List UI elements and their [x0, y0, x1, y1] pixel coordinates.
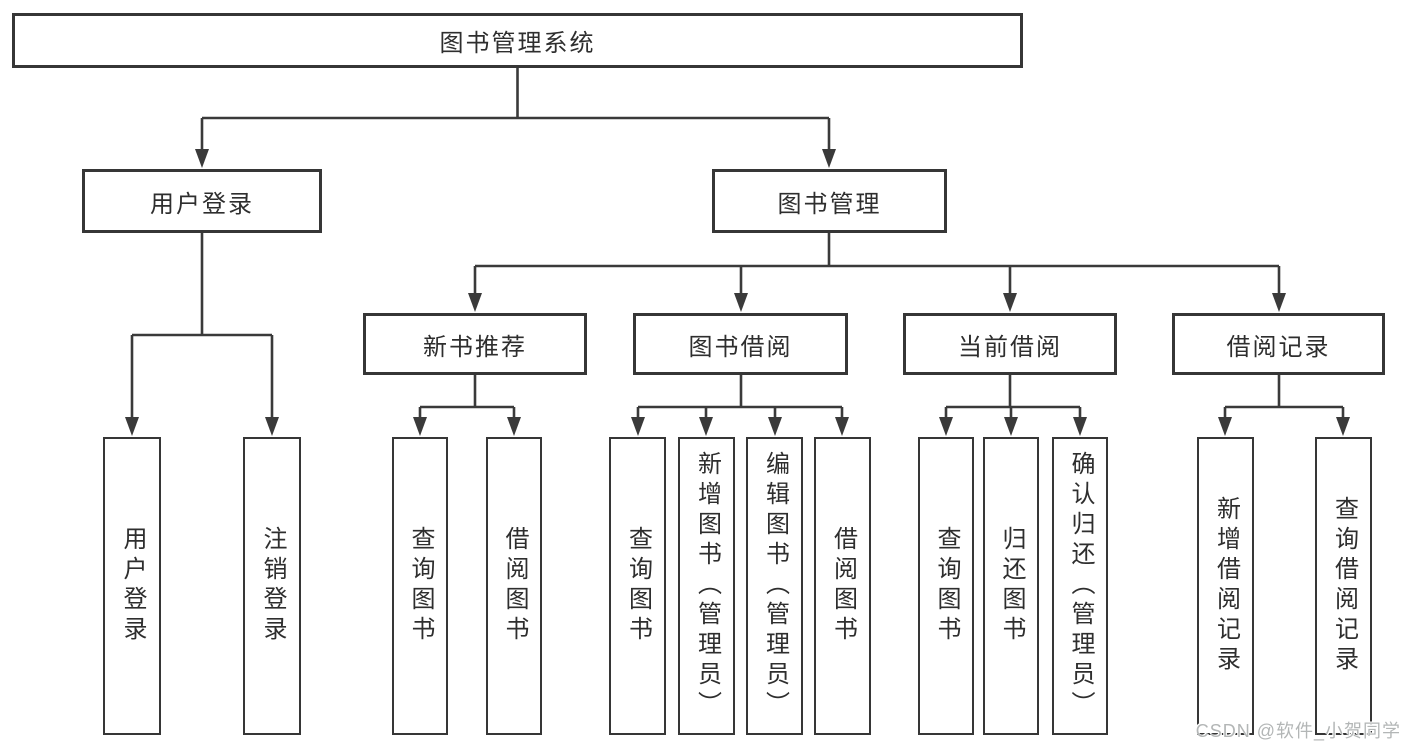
node-current-borrow-label: 当前借阅 — [958, 333, 1062, 361]
node-book-management: 图书管理 — [712, 169, 947, 233]
arrowhead-icon — [835, 417, 849, 436]
connector-new-books-branch — [418, 375, 516, 419]
arrowhead-icon — [125, 417, 139, 436]
leaf-current-query-books: 查询图书 — [918, 437, 974, 735]
arrowhead-icon — [1003, 293, 1017, 312]
arrowhead-icon — [468, 293, 482, 312]
node-library-system: 图书管理系统 — [12, 13, 1023, 68]
leaf-current-query-books-label: 查询图书 — [933, 526, 960, 646]
leaf-records-add-record: 新增借阅记录 — [1197, 437, 1254, 735]
arrowhead-icon — [631, 417, 645, 436]
connector-borrow-records-branch — [1223, 375, 1345, 419]
leaf-newbook-borrow-books-label: 借阅图书 — [501, 526, 528, 646]
leaf-borrow-add-books-admin: 新增图书（管理员） — [678, 437, 735, 735]
connector-book-mgmt-branch — [473, 233, 1281, 295]
leaf-borrow-borrow-books-label: 借阅图书 — [829, 526, 857, 646]
arrowhead-icon — [1336, 417, 1350, 436]
csdn-watermark: CSDN @软件_小贺同学 — [1195, 721, 1401, 741]
leaf-user-login: 用户登录 — [103, 437, 161, 735]
arrowhead-icon — [1272, 293, 1286, 312]
arrowhead-icon — [768, 417, 782, 436]
arrowhead-icon — [822, 149, 836, 168]
connector-current-borrow-branch — [944, 375, 1082, 419]
leaf-current-return-books-label: 归还图书 — [998, 526, 1025, 646]
leaf-newbook-query-books-label: 查询图书 — [407, 526, 434, 646]
arrowhead-icon — [413, 417, 427, 436]
arrowhead-icon — [265, 417, 279, 436]
leaf-borrow-edit-books-admin-label: 编辑图书（管理员） — [761, 451, 789, 721]
leaf-logout-label: 注销登录 — [259, 526, 286, 646]
node-current-borrow: 当前借阅 — [903, 313, 1117, 375]
arrowhead-icon — [1073, 417, 1087, 436]
node-borrow-records: 借阅记录 — [1172, 313, 1385, 375]
arrowhead-icon — [507, 417, 521, 436]
connector-root-to-level2 — [200, 68, 831, 151]
node-book-management-label: 图书管理 — [777, 190, 882, 218]
leaf-current-confirm-return-admin: 确认归还（管理员） — [1052, 437, 1108, 735]
leaf-borrow-borrow-books: 借阅图书 — [814, 437, 871, 735]
arrowhead-icon — [699, 417, 713, 436]
leaf-records-query-record: 查询借阅记录 — [1315, 437, 1372, 735]
leaf-borrow-query-books: 查询图书 — [609, 437, 666, 735]
leaf-logout: 注销登录 — [243, 437, 301, 735]
leaf-records-add-record-label: 新增借阅记录 — [1212, 496, 1240, 676]
leaf-borrow-edit-books-admin: 编辑图书（管理员） — [746, 437, 803, 735]
arrowhead-icon — [734, 293, 748, 312]
node-new-book-recommend: 新书推荐 — [363, 313, 587, 375]
node-user-login: 用户登录 — [82, 169, 322, 233]
arrowhead-icon — [1004, 417, 1018, 436]
node-new-book-recommend-label: 新书推荐 — [423, 333, 527, 361]
node-book-borrow-label: 图书借阅 — [688, 333, 793, 361]
arrowhead-icon — [195, 149, 209, 168]
leaf-borrow-add-books-admin-label: 新增图书（管理员） — [693, 451, 721, 721]
node-book-borrow: 图书借阅 — [633, 313, 848, 375]
leaf-current-confirm-return-admin-label: 确认归还（管理员） — [1067, 451, 1094, 721]
node-borrow-records-label: 借阅记录 — [1226, 333, 1331, 361]
leaf-borrow-query-books-label: 查询图书 — [624, 526, 652, 646]
node-library-system-label: 图书管理系统 — [439, 30, 596, 57]
connector-user-login-branch — [130, 233, 274, 419]
arrowhead-icon — [939, 417, 953, 436]
connector-book-borrow-branch — [636, 375, 844, 419]
leaf-user-login-label: 用户登录 — [119, 526, 146, 646]
leaf-newbook-query-books: 查询图书 — [392, 437, 448, 735]
node-user-login-label: 用户登录 — [150, 190, 254, 218]
leaf-records-query-record-label: 查询借阅记录 — [1330, 496, 1358, 676]
arrowhead-icon — [1218, 417, 1232, 436]
leaf-newbook-borrow-books: 借阅图书 — [486, 437, 542, 735]
leaf-current-return-books: 归还图书 — [983, 437, 1039, 735]
